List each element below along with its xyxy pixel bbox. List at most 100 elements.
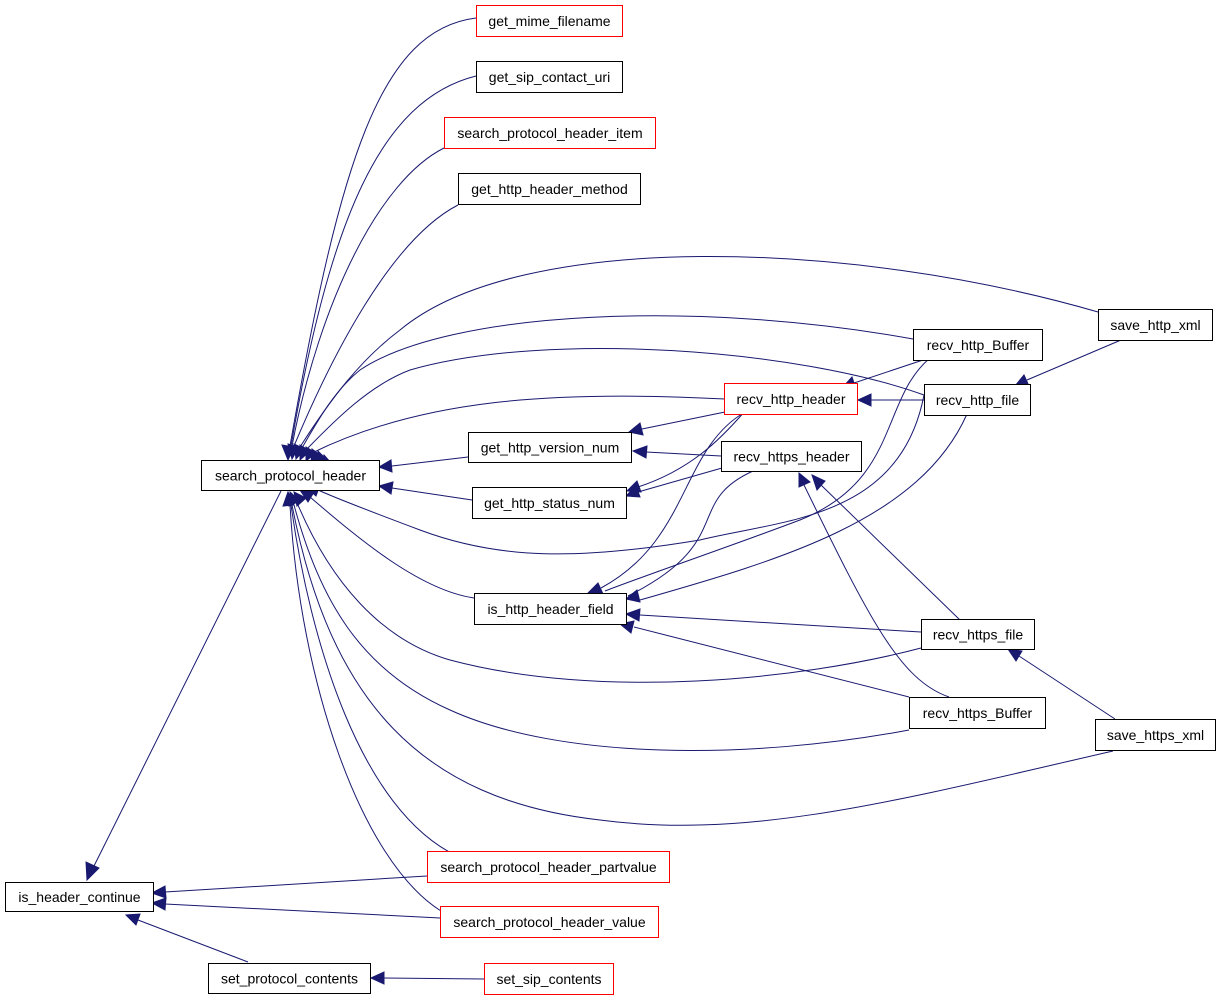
edge-set_sip_contents-to-set_protocol_contents xyxy=(383,977,485,980)
edge-recv_http_file-to-is_http_header_field xyxy=(639,413,968,601)
arrowhead xyxy=(624,608,641,622)
node-box xyxy=(909,697,1046,729)
node-box xyxy=(468,432,632,463)
edge-recv_http_file-to-search_protocol_header xyxy=(305,348,925,451)
node-recv_http_header[interactable]: recv_http_header xyxy=(724,383,858,415)
node-label: search_protocol_header_item xyxy=(457,125,642,141)
edges xyxy=(85,17,1122,985)
node-get_http_version_num[interactable]: get_http_version_num xyxy=(468,432,632,463)
node-set_sip_contents[interactable]: set_sip_contents xyxy=(484,963,614,995)
node-search_protocol_header_partvalue[interactable]: search_protocol_header_partvalue xyxy=(427,851,670,883)
node-box xyxy=(1095,719,1216,751)
node-label: get_http_status_num xyxy=(484,495,615,511)
node-box xyxy=(924,384,1031,416)
arrowhead xyxy=(798,471,811,488)
node-box xyxy=(921,619,1035,650)
edge-get_mime_filename-to-search_protocol_header xyxy=(289,17,477,447)
node-get_http_header_method[interactable]: get_http_header_method xyxy=(458,173,641,205)
node-recv_https_header[interactable]: recv_https_header xyxy=(721,441,862,472)
edge-recv_https_header-to-get_http_version_num xyxy=(645,451,722,457)
arrowhead xyxy=(85,861,100,882)
node-box xyxy=(458,173,641,205)
node-label: get_sip_contact_uri xyxy=(489,69,610,85)
edge-recv_http_Buffer-to-search_protocol_header xyxy=(301,315,914,449)
node-set_protocol_contents[interactable]: set_protocol_contents xyxy=(208,963,371,994)
node-box xyxy=(440,906,659,938)
edge-recv_http_header-to-get_http_status_num xyxy=(637,410,746,488)
node-label: search_protocol_header_value xyxy=(453,914,645,930)
node-label: set_protocol_contents xyxy=(221,971,358,987)
arrowhead xyxy=(631,445,648,459)
node-recv_http_file[interactable]: recv_http_file xyxy=(924,384,1031,416)
edge-search_protocol_header_value-to-search_protocol_header xyxy=(289,504,442,912)
node-box xyxy=(472,487,627,519)
edge-recv_http_Buffer-to-is_http_header_field xyxy=(604,357,931,592)
node-label: recv_http_file xyxy=(936,392,1019,408)
node-label: save_https_xml xyxy=(1107,727,1204,743)
arrowhead xyxy=(299,444,311,462)
edge-recv_https_header-to-get_http_status_num xyxy=(637,467,723,493)
arrowhead xyxy=(586,582,604,595)
edge-recv_https_file-to-is_http_header_field xyxy=(639,614,922,633)
arrowhead xyxy=(377,481,394,495)
node-box xyxy=(201,460,380,491)
node-save_https_xml[interactable]: save_https_xml xyxy=(1095,719,1216,751)
node-is_header_continue[interactable]: is_header_continue xyxy=(5,882,154,912)
node-recv_http_Buffer[interactable]: recv_http_Buffer xyxy=(913,329,1043,361)
node-label: get_http_version_num xyxy=(481,440,620,456)
edge-get_sip_contact_uri-to-search_protocol_header xyxy=(290,75,477,447)
arrowhead xyxy=(811,474,826,491)
node-label: is_header_continue xyxy=(18,889,140,905)
node-label: save_http_xml xyxy=(1110,317,1200,333)
edge-recv_https_Buffer-to-is_http_header_field xyxy=(633,626,910,698)
node-recv_https_Buffer[interactable]: recv_https_Buffer xyxy=(909,697,1046,729)
arrowhead xyxy=(624,485,641,498)
node-box xyxy=(476,61,623,93)
node-recv_https_file[interactable]: recv_https_file xyxy=(921,619,1035,650)
edge-search_protocol_header-to-is_header_continue xyxy=(93,490,282,867)
node-label: recv_https_file xyxy=(933,627,1023,643)
node-label: search_protocol_header_partvalue xyxy=(440,859,657,875)
edge-set_protocol_contents-to-is_header_continue xyxy=(137,919,249,963)
node-get_http_status_num[interactable]: get_http_status_num xyxy=(472,487,627,519)
node-box xyxy=(913,329,1043,361)
node-box xyxy=(208,963,371,994)
node-get_mime_filename[interactable]: get_mime_filename xyxy=(476,5,623,37)
edge-search_protocol_header_partvalue-to-is_header_continue xyxy=(164,875,428,893)
arrowhead xyxy=(124,913,141,926)
arrowhead xyxy=(310,448,322,465)
edge-recv_https_header-to-is_http_header_field xyxy=(627,467,761,597)
node-search_protocol_header[interactable]: search_protocol_header xyxy=(201,460,380,491)
edge-recv_http_header-to-get_http_version_num xyxy=(641,411,726,430)
edge-recv_https_file-to-recv_https_header xyxy=(820,484,962,622)
node-get_sip_contact_uri[interactable]: get_sip_contact_uri xyxy=(476,61,623,93)
arrowhead xyxy=(377,459,393,473)
edge-save_http_xml-to-recv_http_file xyxy=(1026,339,1122,381)
edge-recv_http_header-to-is_http_header_field xyxy=(600,411,746,589)
edge-recv_https_Buffer-to-recv_https_header xyxy=(803,484,950,698)
edge-get_http_version_num-to-search_protocol_header xyxy=(391,456,469,467)
node-save_http_xml[interactable]: save_http_xml xyxy=(1098,309,1213,341)
node-box xyxy=(427,851,670,883)
node-box xyxy=(476,5,623,37)
edge-search_protocol_header_partvalue-to-search_protocol_header xyxy=(290,504,458,857)
arrowhead xyxy=(369,971,385,985)
node-search_protocol_header_item[interactable]: search_protocol_header_item xyxy=(444,117,656,149)
edge-save_https_xml-to-search_protocol_header xyxy=(291,504,1114,826)
node-box xyxy=(5,882,154,912)
node-box xyxy=(484,963,614,995)
arrowhead xyxy=(856,393,872,407)
arrowhead xyxy=(627,422,644,436)
node-label: search_protocol_header xyxy=(215,468,366,484)
edge-recv_https_header-to-search_protocol_header xyxy=(317,394,925,555)
node-search_protocol_header_value[interactable]: search_protocol_header_value xyxy=(440,906,659,938)
node-label: recv_https_header xyxy=(734,449,850,465)
edge-save_https_xml-to-recv_https_file xyxy=(1018,655,1116,720)
node-is_http_header_field[interactable]: is_http_header_field xyxy=(474,593,627,625)
node-box xyxy=(724,383,858,415)
edge-is_http_header_field-to-search_protocol_header xyxy=(309,496,475,599)
node-label: get_http_header_method xyxy=(471,181,627,197)
edge-recv_https_Buffer-to-search_protocol_header xyxy=(293,504,910,751)
arrowhead xyxy=(624,589,641,603)
